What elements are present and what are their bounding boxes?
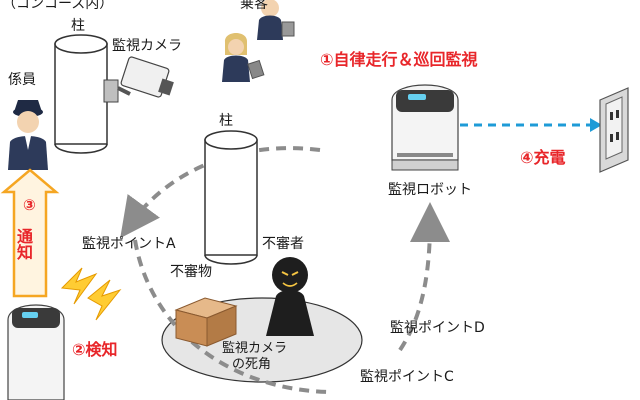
alert-lightning-icon xyxy=(60,267,122,321)
notify-arrow xyxy=(0,168,60,298)
label-passenger: 乗客 xyxy=(240,0,268,12)
step-3-number: ③ xyxy=(23,196,36,214)
passenger-man-icon xyxy=(257,0,295,40)
passenger-woman-icon xyxy=(222,33,265,82)
wall-outlet-icon xyxy=(599,87,629,173)
step-4-label: ④充電 xyxy=(520,148,566,167)
label-blind-spot-2: の死角 xyxy=(232,357,272,372)
patrol-route-bottom xyxy=(133,239,331,394)
label-point-c: 監視ポイントC xyxy=(360,369,454,385)
label-suspicious-person: 不審者 xyxy=(262,236,304,252)
patrol-route-right xyxy=(398,202,450,352)
label-point-d: 監視ポイントD xyxy=(390,320,485,336)
detecting-robot-icon xyxy=(7,304,65,400)
security-camera-icon xyxy=(103,56,174,103)
cardboard-box-icon xyxy=(174,297,238,347)
label-staff: 係員 xyxy=(8,72,36,88)
label-suspicious-object: 不審物 xyxy=(170,264,212,280)
label-camera: 監視カメラ xyxy=(112,38,182,54)
monitor-robot-icon xyxy=(391,84,459,171)
label-pillar-middle: 柱 xyxy=(219,113,233,129)
step-3-label: 通知 xyxy=(14,228,33,260)
charging-arrow-head xyxy=(590,118,602,132)
pillar-top xyxy=(54,34,108,154)
label-concourse: （コンコース内） xyxy=(2,0,114,12)
label-blind-spot-1: 監視カメラ xyxy=(222,341,288,356)
staff-person-icon xyxy=(8,100,48,170)
pillar-middle xyxy=(204,130,258,265)
label-monitor-robot: 監視ロボット xyxy=(388,182,472,198)
step-1-label: ①自律走行＆巡回監視 xyxy=(320,50,478,69)
label-point-a: 監視ポイントA xyxy=(82,236,176,252)
label-pillar-top: 柱 xyxy=(71,18,85,34)
suspicious-person-icon xyxy=(266,257,314,336)
step-2-label: ②検知 xyxy=(72,340,118,359)
